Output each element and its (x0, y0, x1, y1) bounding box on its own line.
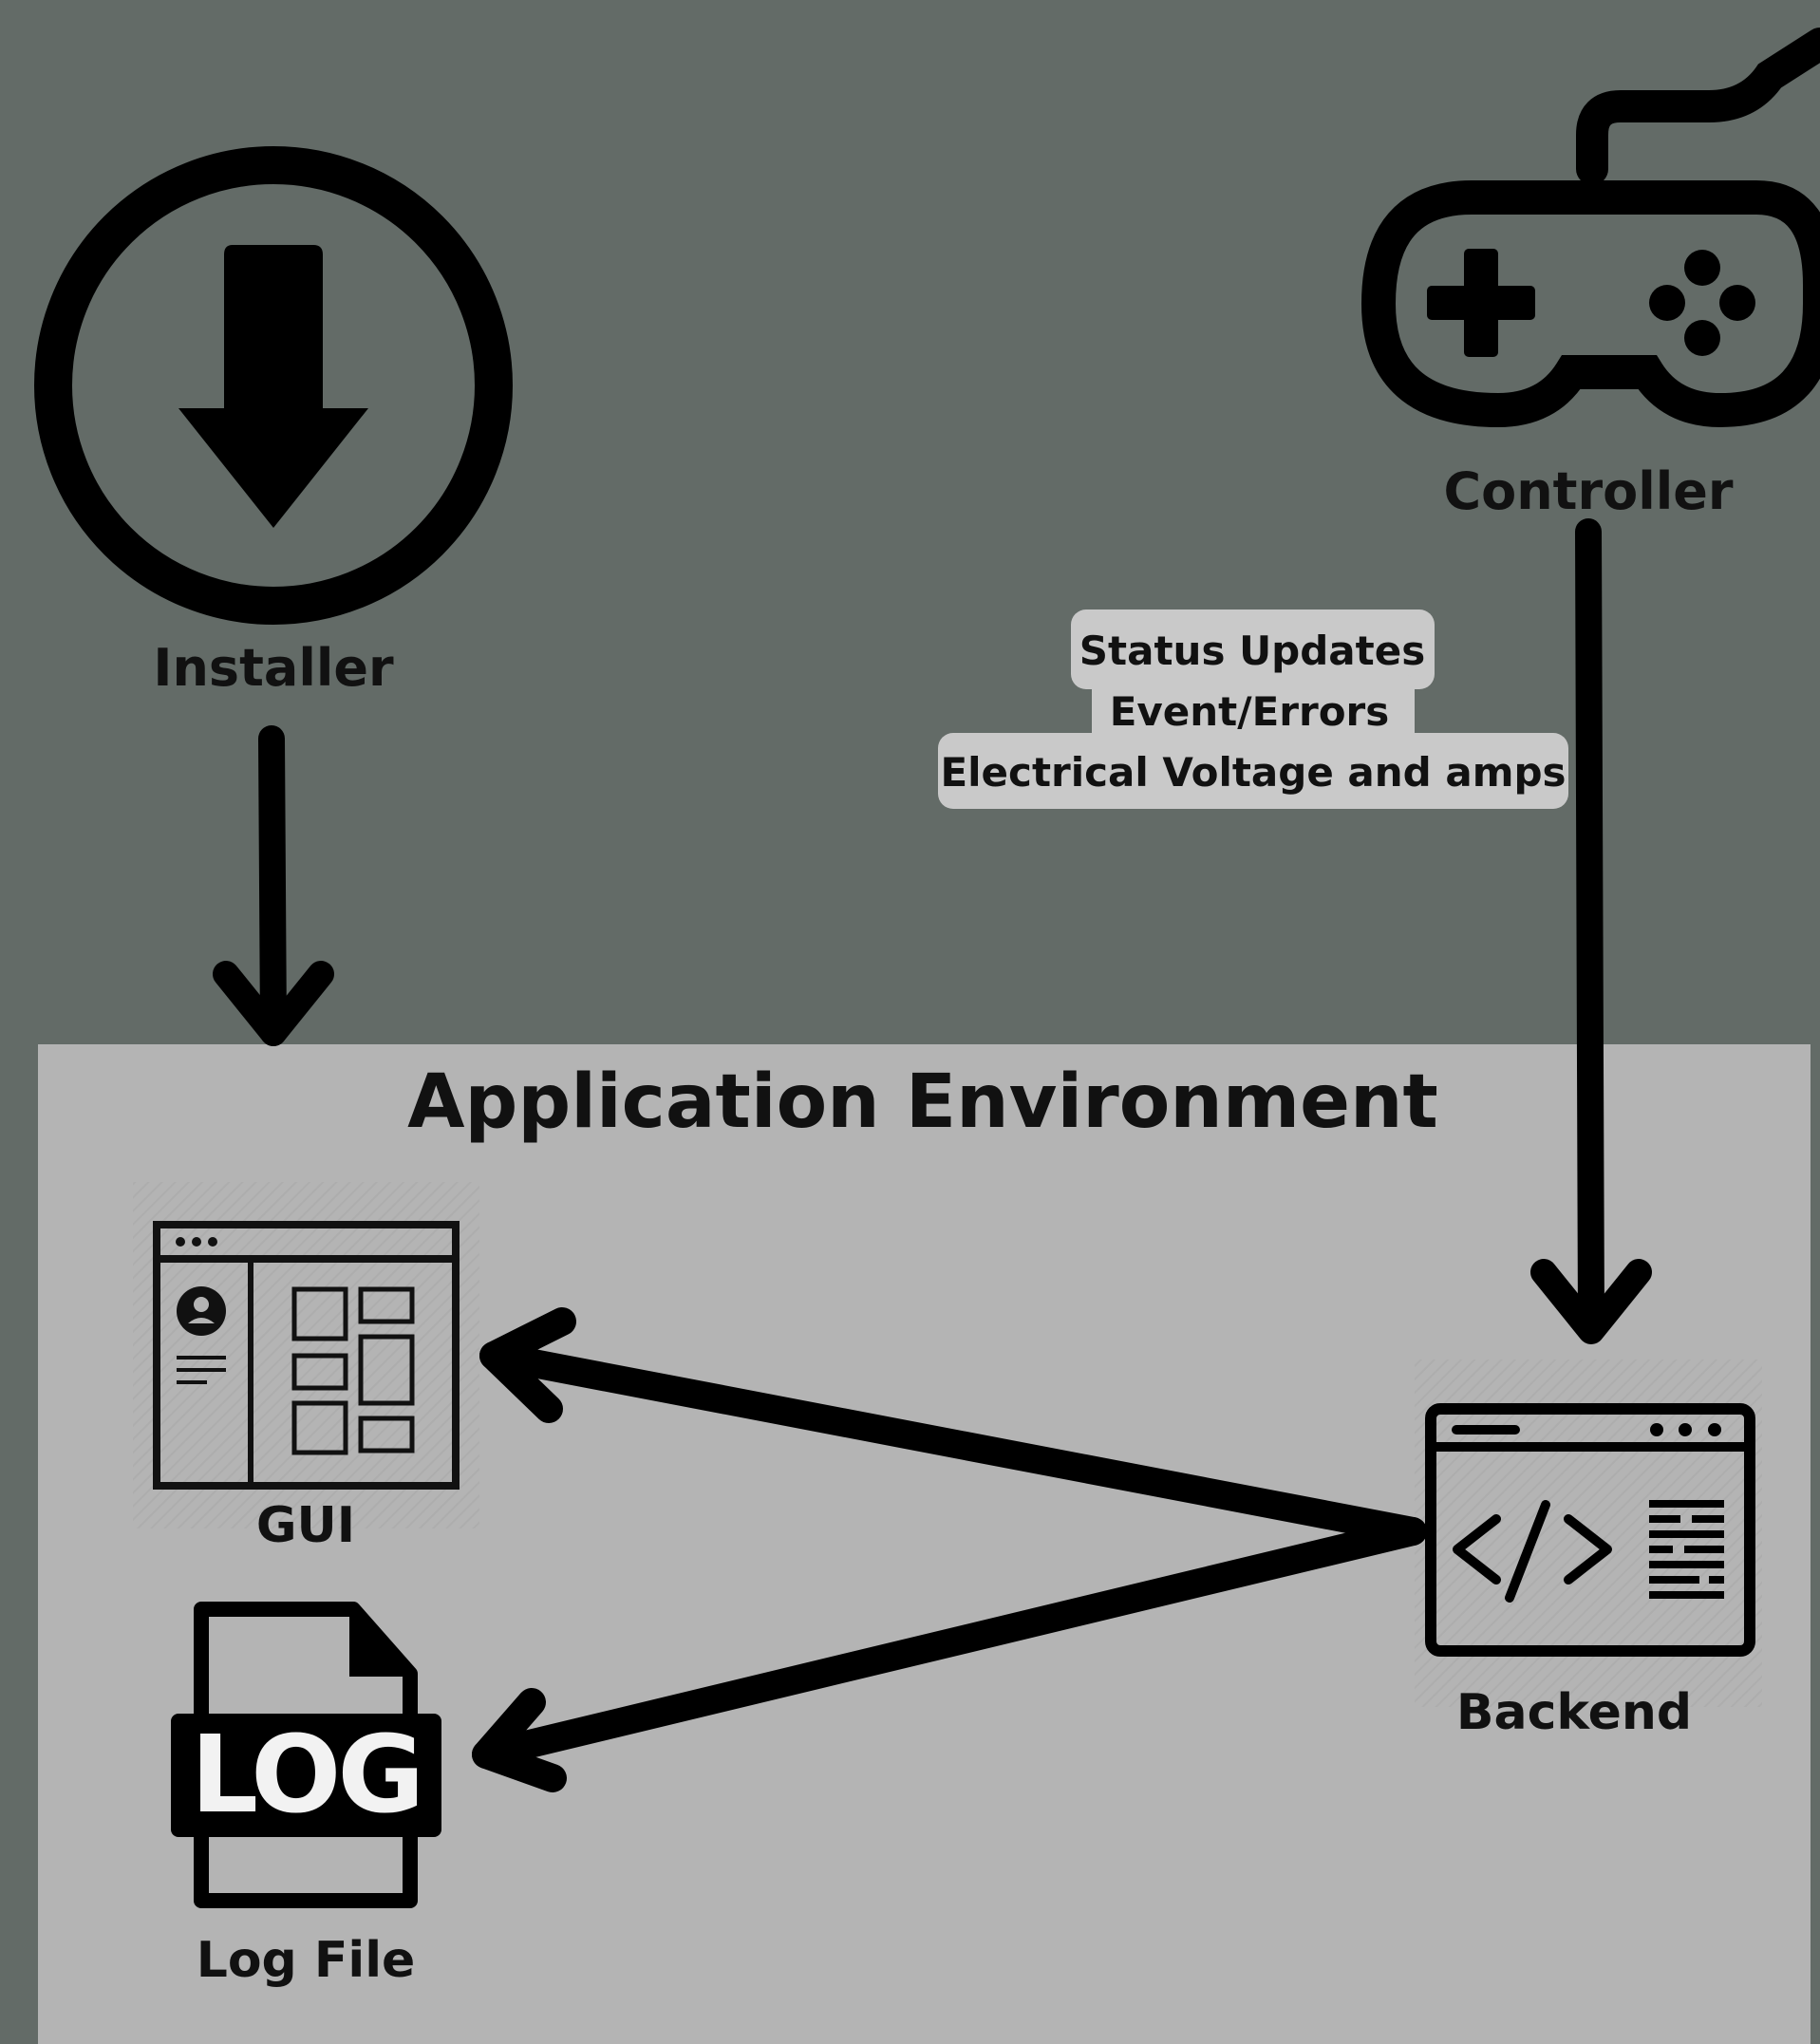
installer-to-environment-arrow (213, 725, 334, 1046)
controller-label: Controller (1444, 461, 1734, 521)
app-window-icon (133, 1182, 479, 1528)
label-bubble-status (1071, 609, 1435, 689)
container-title: Application Environment (407, 1060, 1438, 1145)
gamepad-icon (1360, 28, 1820, 428)
edge-label-status-updates: Status Updates (1079, 628, 1425, 674)
code-window-icon (1415, 1360, 1762, 1707)
backend-label: Backend (1456, 1684, 1692, 1741)
edge-label-group: Status Updates Event/Errors Electrical V… (938, 609, 1568, 809)
backend-to-log-arrow (472, 1517, 1427, 1792)
backend-to-gui-arrow (479, 1307, 1427, 1546)
edge-label-event-errors: Event/Errors (1110, 688, 1390, 735)
gui-label: GUI (256, 1497, 355, 1554)
edge-label-electrical: Electrical Voltage and amps (940, 749, 1566, 796)
installer-label: Installer (153, 638, 394, 698)
label-bubble-electrical (938, 733, 1568, 809)
log-file-icon: LOG (171, 1602, 441, 1908)
log-icon-text: LOG (191, 1714, 422, 1837)
log-file-label: Log File (197, 1932, 416, 1989)
controller-to-backend-arrow (1530, 518, 1652, 1344)
label-bubble-events (1092, 672, 1415, 752)
download-circle-icon (34, 146, 513, 625)
